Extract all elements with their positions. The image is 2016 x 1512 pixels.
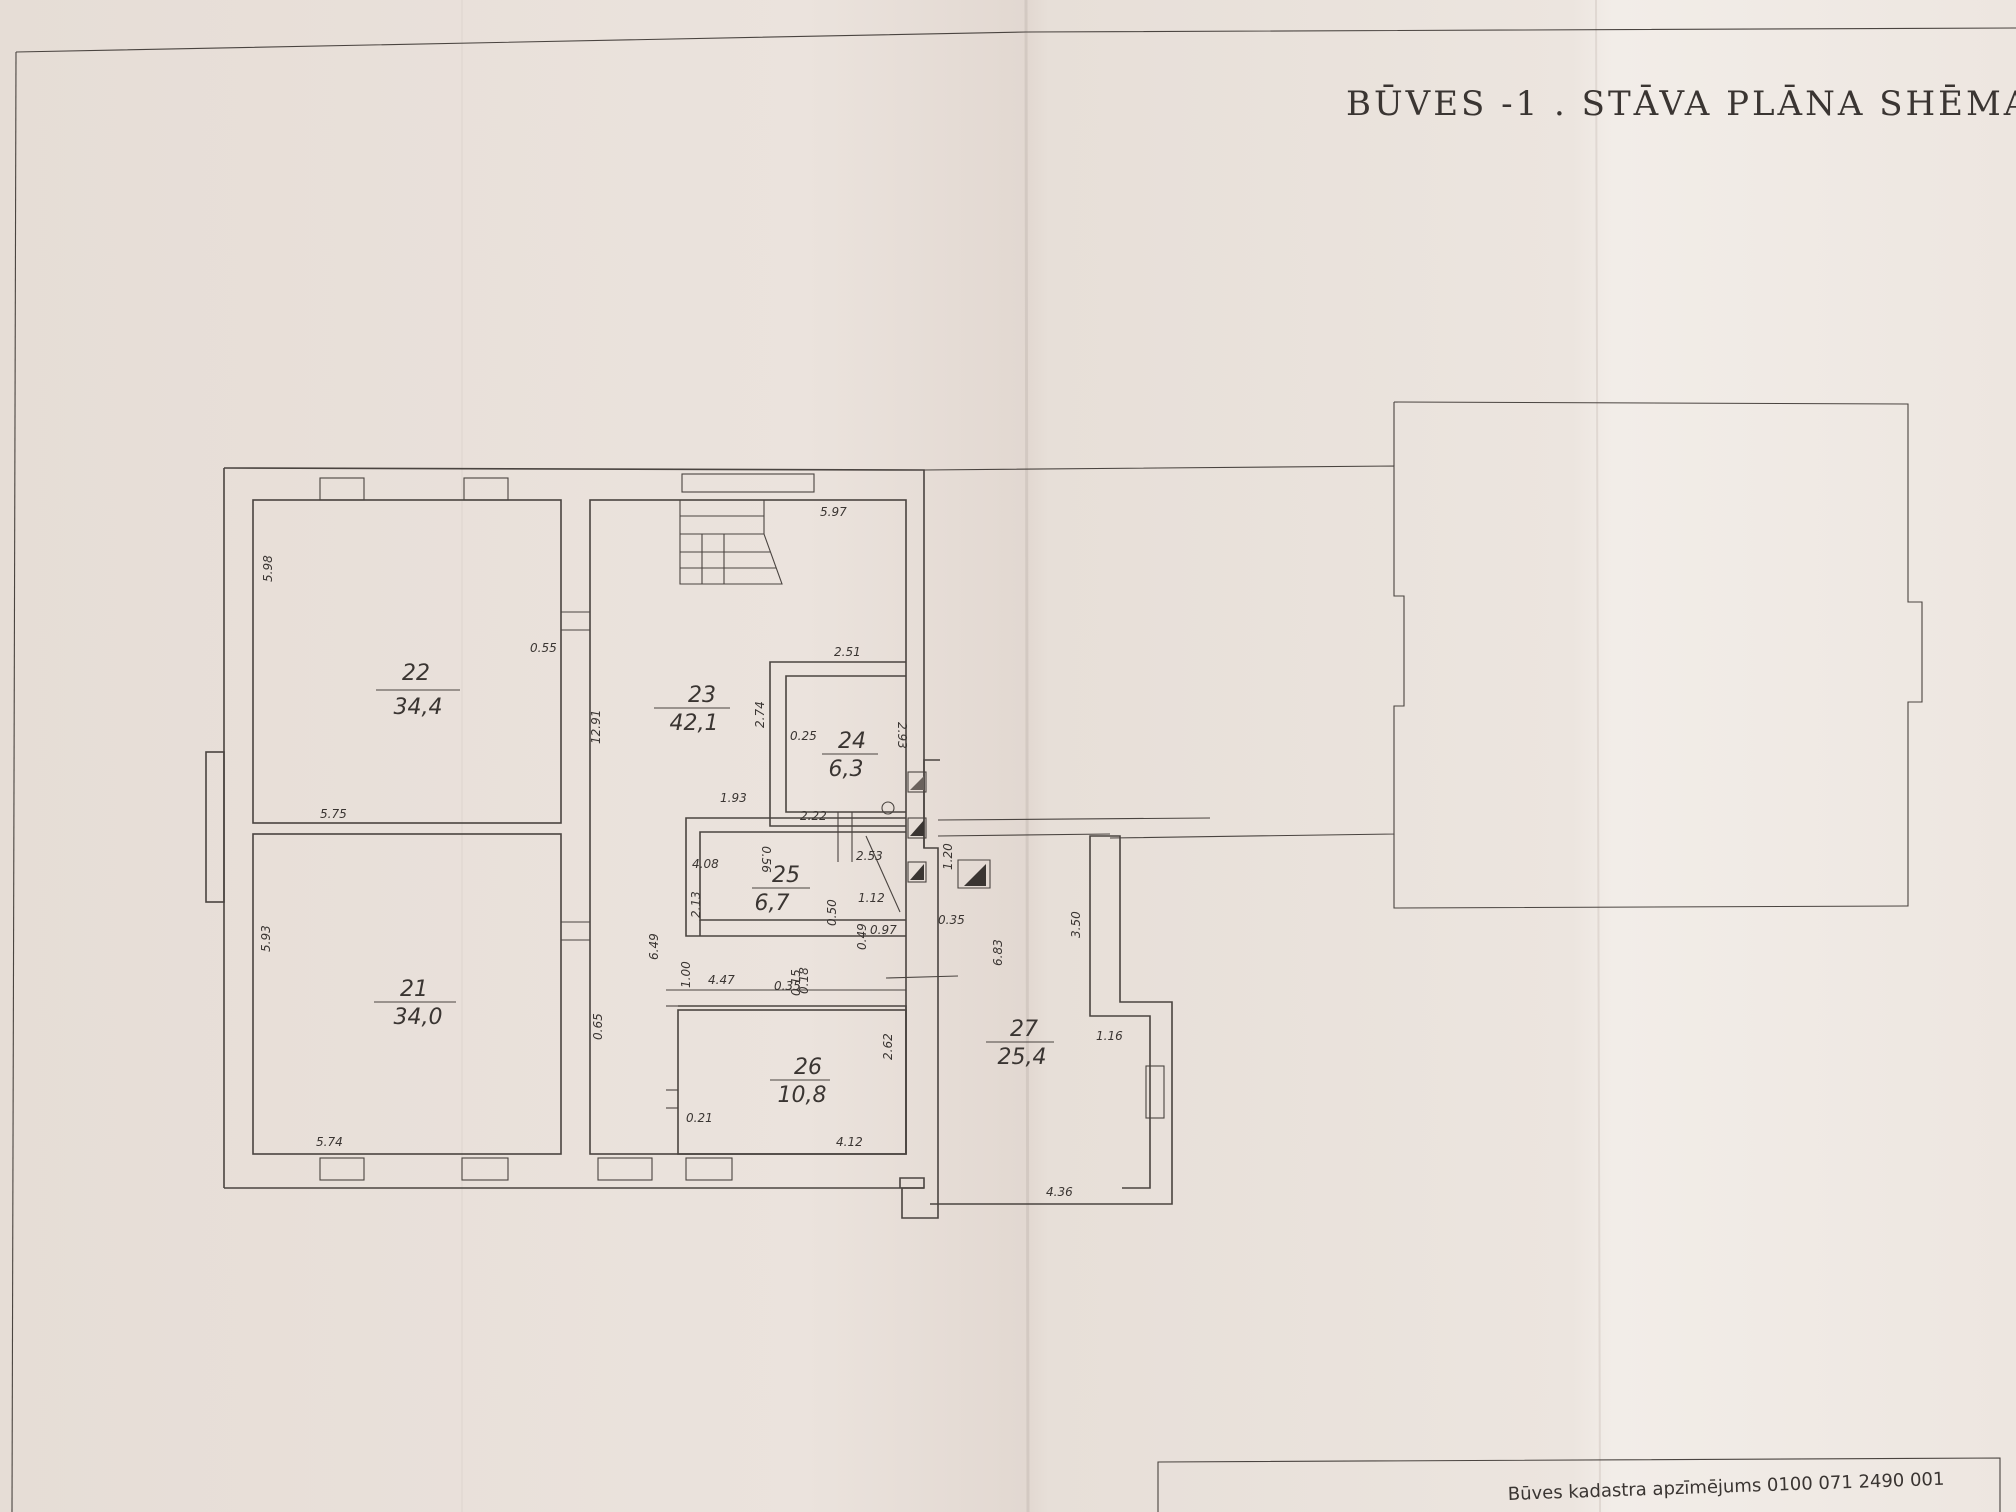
dim-label: 1.12 [858, 891, 885, 905]
dim-label: 0.50 [825, 899, 839, 926]
frame-top [15, 27, 2016, 53]
dim-label: 0.15 [789, 969, 803, 996]
room-area-27: 25,4 [998, 1045, 1047, 1070]
dim-label: 2.51 [834, 645, 861, 659]
dim-label: 2.13 [689, 891, 703, 918]
dim-label: 4.47 [708, 973, 735, 987]
dim-label: 5.75 [320, 807, 347, 821]
dim-label: 1.93 [720, 791, 747, 805]
room-number-27: 27 [1010, 1017, 1038, 1042]
dim-label: 0.97 [870, 923, 897, 937]
dim-label: 2.74 [753, 701, 767, 728]
dim-label: 0.56 [759, 846, 773, 873]
dim-label: 0.35 [774, 979, 801, 993]
dim-label: 1.00 [679, 961, 693, 988]
paper-fold [1024, 0, 1030, 1512]
dim-label: 4.12 [836, 1135, 863, 1149]
dim-label: 2.62 [881, 1033, 895, 1060]
room-area-26: 10,8 [778, 1083, 827, 1108]
title-block-frame [1157, 1457, 2001, 1512]
adjacent-building [923, 401, 1923, 909]
room-labels: 22 34,4 23 42,1 24 6,3 25 6,7 21 34,0 26… [374, 661, 1054, 1108]
room-number-23: 23 [688, 683, 716, 708]
room-number-21: 21 [400, 977, 428, 1002]
room-number-24: 24 [838, 729, 866, 754]
cadastral-label: Būves kadastra apzīmējums 0100 071 2490 … [1507, 1469, 1944, 1505]
vent-symbol [964, 864, 986, 886]
dim-label: 1.20 [941, 843, 955, 870]
room-number-22: 22 [402, 661, 430, 686]
dim-label: 5.74 [316, 1135, 343, 1149]
dim-label: 5.97 [820, 505, 847, 519]
room-number-25: 25 [772, 863, 800, 888]
dim-label: 1.16 [1096, 1029, 1123, 1043]
dim-label: 2.22 [800, 809, 827, 823]
dim-label: 6.83 [991, 939, 1005, 966]
room-area-23: 42,1 [670, 711, 719, 736]
dim-label: 0.65 [591, 1013, 605, 1040]
staircase [679, 500, 783, 585]
room-area-21: 34,0 [394, 1005, 443, 1030]
room-number-26: 26 [794, 1055, 822, 1080]
dim-label: 5.98 [261, 555, 275, 582]
dim-label: 0.35 [938, 913, 965, 927]
dim-label: 2.53 [856, 849, 883, 863]
room-area-24: 6,3 [829, 757, 864, 782]
dim-label: 2.93 [895, 722, 909, 749]
dim-label: 12.91 [589, 710, 603, 744]
dimension-labels: 5.98 5.97 5.75 5.93 5.74 2.51 2.74 2.93 … [259, 505, 1123, 1199]
sheet-title: BŪVES -1 . STĀVA PLĀNA SHĒMA [1346, 84, 2016, 124]
dim-label: 0.25 [790, 729, 817, 743]
paper-fold [1595, 0, 1601, 1512]
room-area-25: 6,7 [755, 891, 790, 916]
outer-walls [205, 467, 939, 1219]
shaft-symbols [881, 771, 927, 883]
dim-label: 0.18 [797, 967, 811, 994]
dim-label: 5.93 [259, 925, 273, 952]
dim-label: 0.55 [530, 641, 557, 655]
dim-label: 4.08 [692, 857, 719, 871]
dim-label: 4.36 [1046, 1185, 1073, 1199]
dim-label: 6.49 [647, 933, 661, 960]
dim-label: 0.21 [686, 1111, 713, 1125]
room-walls-right [885, 759, 1211, 1205]
dim-label: 3.50 [1069, 911, 1083, 938]
room-area-22: 34,4 [394, 695, 443, 720]
dim-label: 0.49 [855, 923, 869, 950]
windows [319, 473, 1165, 1181]
frame-left [11, 51, 17, 1512]
room-walls-center [666, 661, 907, 1155]
